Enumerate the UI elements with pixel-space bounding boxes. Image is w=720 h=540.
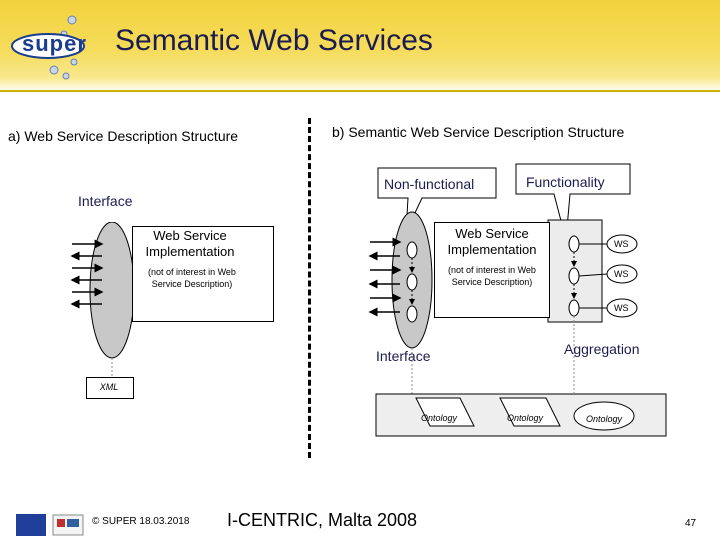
aggregation-label: Aggregation [564,341,640,357]
left-impl-box [132,226,274,322]
left-interface-label: Interface [78,193,133,209]
functionality-label: Functionality [526,174,605,190]
ws-label-1: WS [614,239,629,249]
footer-title: I-CENTRIC, Malta 2008 [227,510,418,530]
right-impl-note: (not of interest in Web Service Descript… [448,265,536,287]
left-impl-note: (not of interest in Web Service Descript… [148,267,236,289]
right-impl-title: Web Service Implementation [447,226,537,257]
ontology-label-1: Ontology [420,413,458,423]
logo-text: super [22,31,87,56]
project-logo-icon [52,514,84,536]
heading-b: b) Semantic Web Service Description Stru… [332,124,625,140]
eu-flag-icon [16,514,46,536]
slide-title: Semantic Web Services [115,24,433,57]
slide-header [0,0,720,92]
xml-box [86,377,134,399]
right-diagram-graphic [368,163,667,437]
footer-copyright: © SUPER 18.03.2018 [92,516,190,527]
nonfunctional-label: Non-functional [384,176,475,192]
xml-label: XML [99,382,119,392]
ontology-label-2: Ontology [506,413,544,423]
ws-label-3: WS [614,303,629,313]
page-number: 47 [685,518,697,529]
ontology-label-3: Ontology [585,414,623,424]
left-impl-title: Web Service Implementation [145,228,235,259]
header-divider [0,90,720,92]
right-impl-box [434,222,550,318]
right-interface-label: Interface [376,348,431,364]
heading-a: a) Web Service Description Structure [8,128,239,144]
section-divider [308,118,311,458]
ws-label-2: WS [614,269,629,279]
super-logo [11,15,85,80]
